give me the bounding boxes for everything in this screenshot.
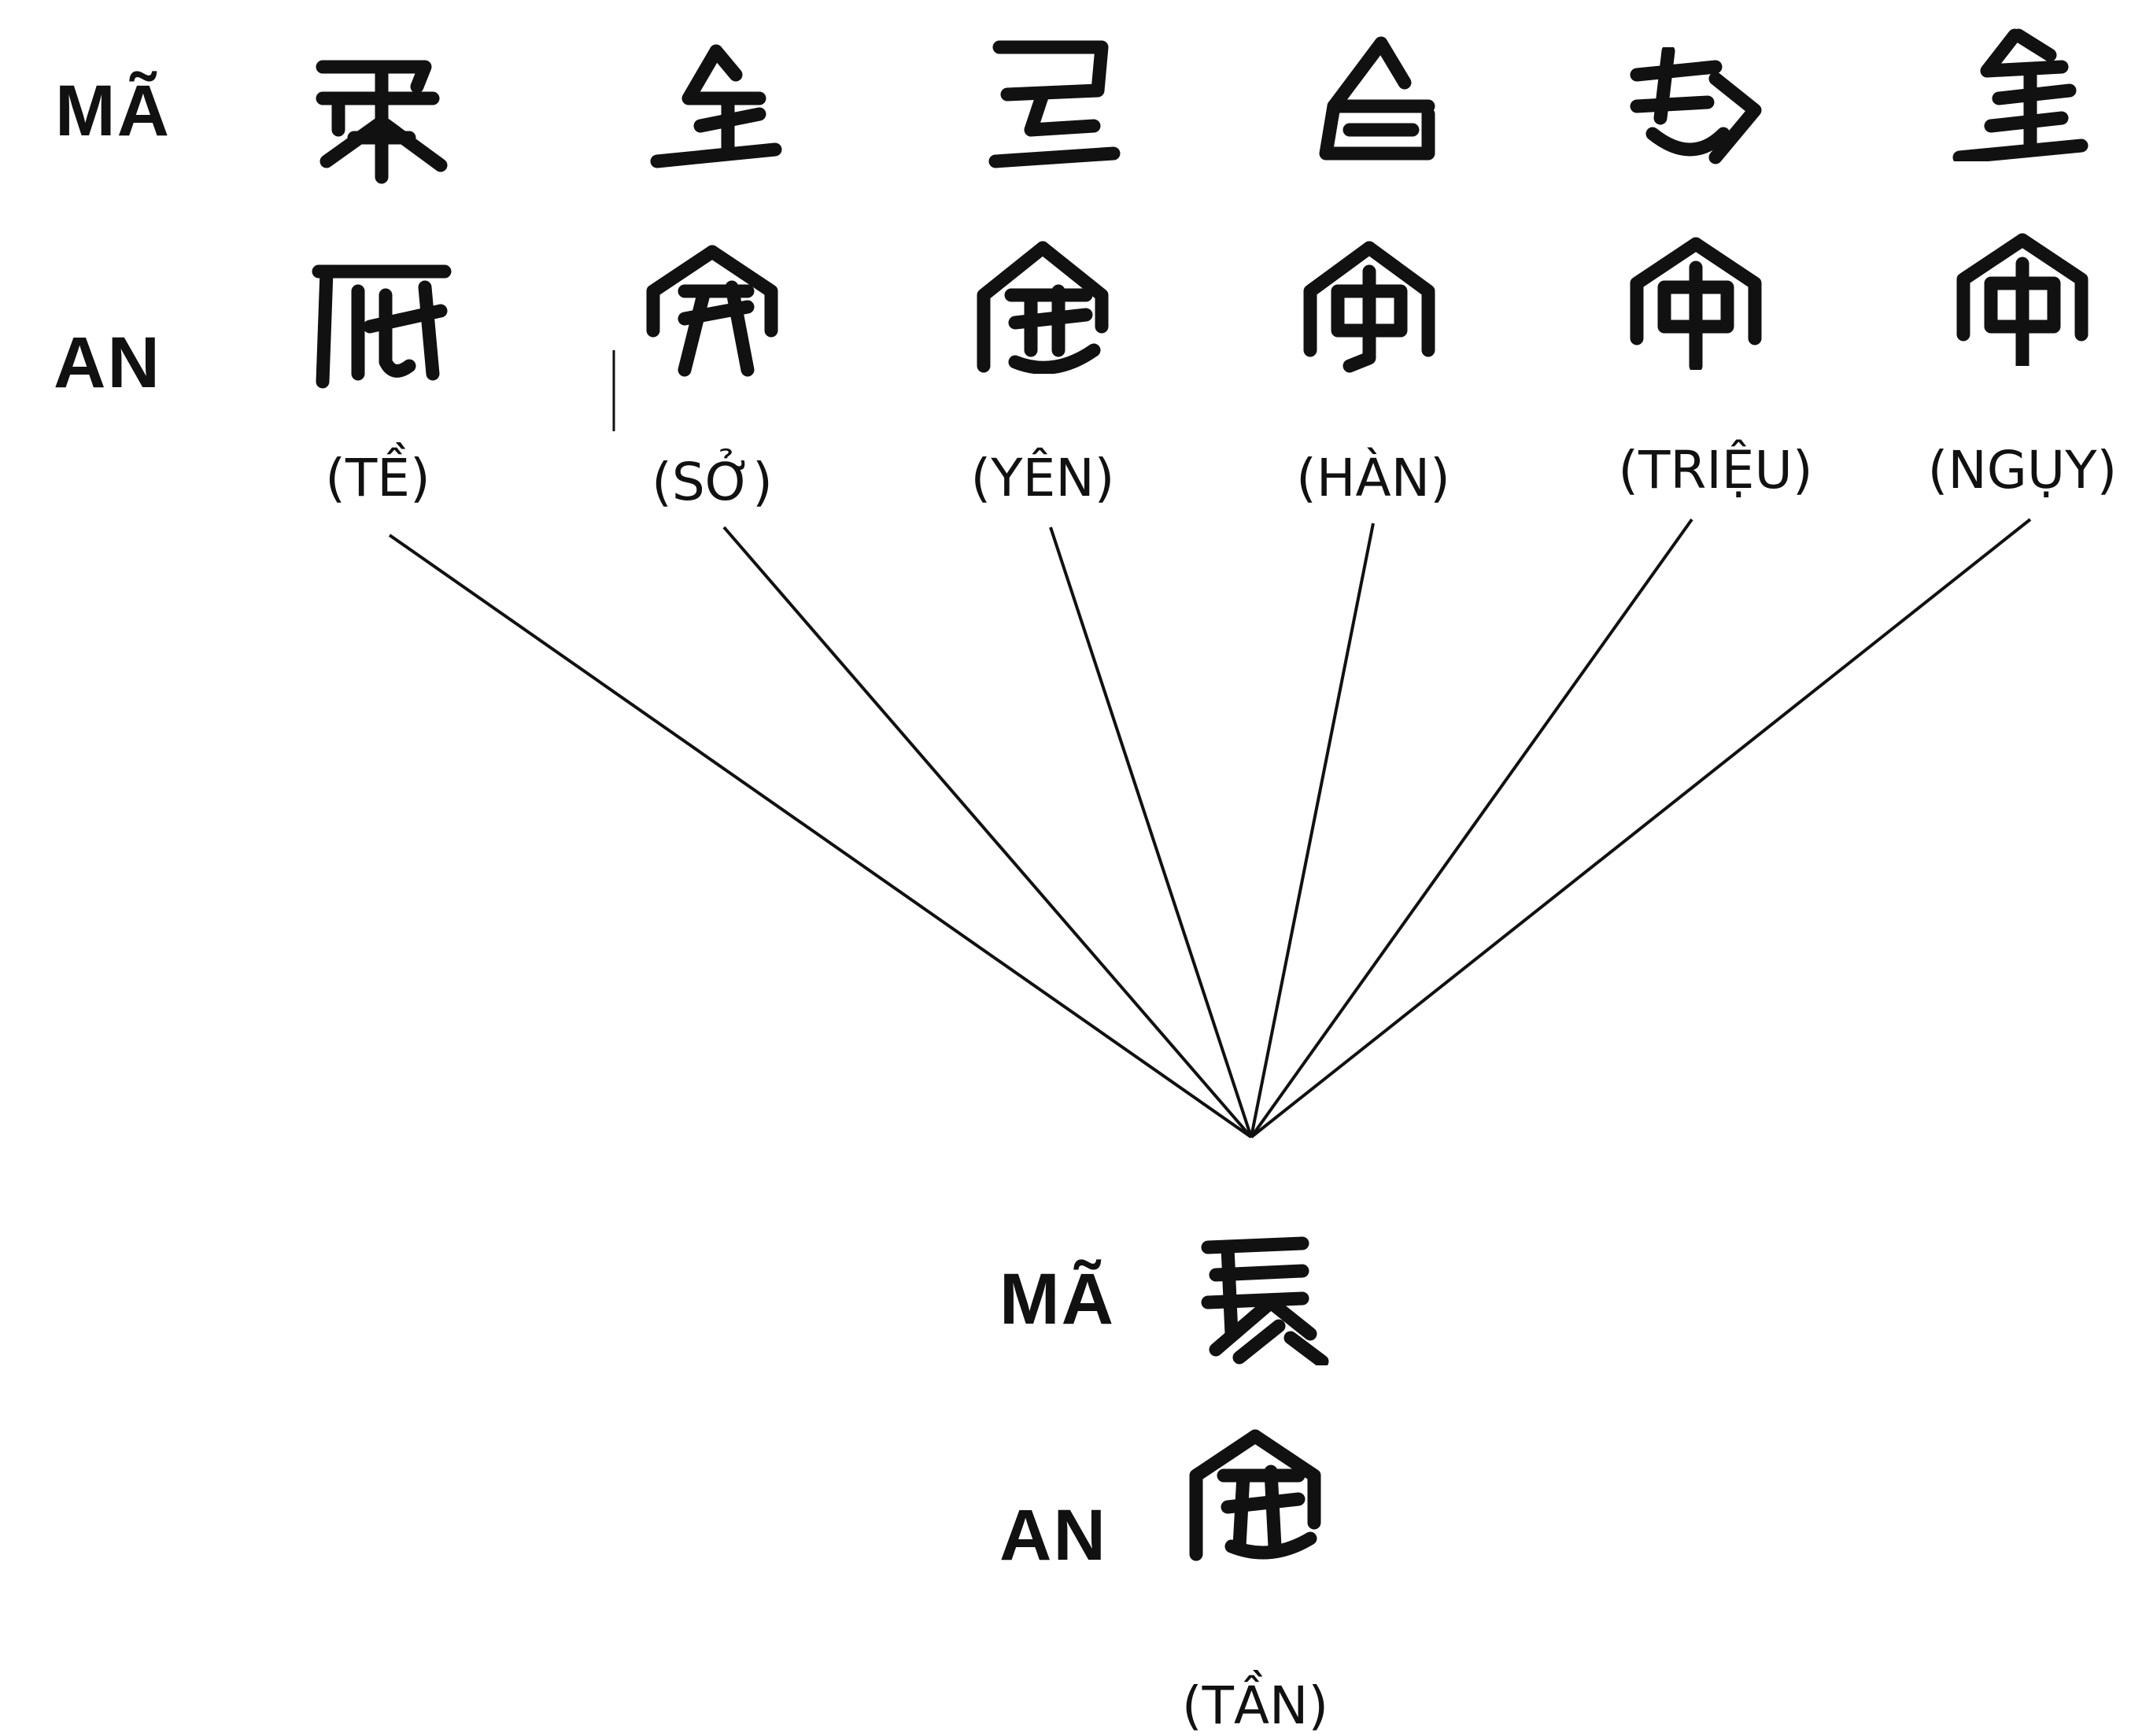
caption-trieu: (TRIỆU) bbox=[1618, 440, 1813, 500]
connector-yen bbox=[1049, 526, 1253, 1138]
horse-glyph-tan bbox=[1201, 1236, 1329, 1365]
connector-nguy bbox=[1250, 518, 2032, 1139]
connector-trieu bbox=[1250, 518, 1693, 1139]
horse-glyph-nguy bbox=[1952, 28, 2089, 161]
peace-glyph-tan bbox=[1189, 1429, 1321, 1561]
label-horse-unified: MÃ bbox=[999, 1259, 1116, 1339]
peace-glyph-so bbox=[646, 245, 778, 377]
peace-glyph-nguy bbox=[1956, 233, 2089, 366]
connector-so bbox=[722, 526, 1253, 1139]
caption-te: (TỀ) bbox=[325, 448, 430, 508]
horse-glyph-te bbox=[316, 60, 448, 184]
label-peace-top: AN bbox=[54, 323, 161, 403]
peace-glyph-te bbox=[312, 264, 452, 389]
connector-te bbox=[388, 534, 1253, 1139]
horse-glyph-so bbox=[650, 44, 782, 168]
connector-han bbox=[1250, 523, 1375, 1138]
label-peace-unified: AN bbox=[999, 1495, 1107, 1575]
caption-so: (SỞ) bbox=[652, 452, 773, 512]
peace-glyph-han bbox=[1303, 241, 1435, 373]
label-horse-top: MÃ bbox=[55, 71, 172, 151]
caption-nguy: (NGỤY) bbox=[1927, 440, 2118, 500]
caption-han: (HÀN) bbox=[1296, 448, 1450, 508]
caption-tan: (TẦN) bbox=[1181, 1675, 1329, 1736]
horse-glyph-yen bbox=[988, 40, 1121, 168]
peace-glyph-trieu bbox=[1630, 237, 1762, 370]
horse-glyph-trieu bbox=[1630, 47, 1762, 164]
peace-glyph-yen bbox=[977, 241, 1109, 374]
caption-yen: (YÊN) bbox=[970, 448, 1115, 508]
horse-glyph-han bbox=[1319, 36, 1435, 161]
